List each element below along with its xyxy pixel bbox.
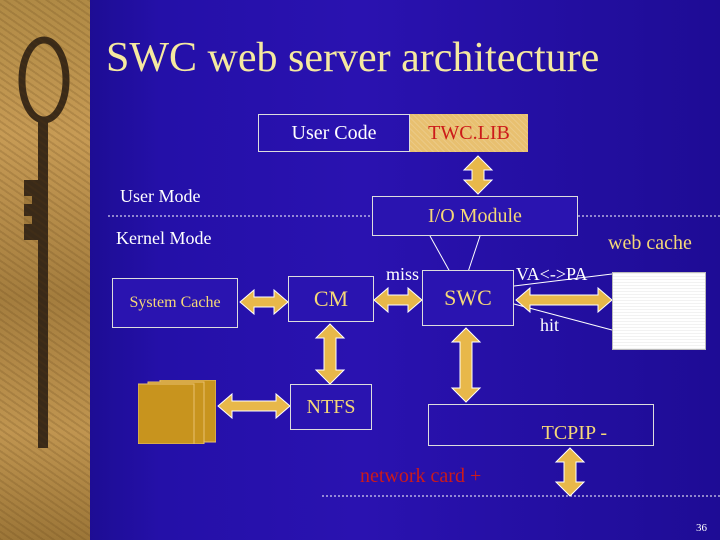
disk-stack-icon xyxy=(137,379,217,445)
user-code-label: User Code xyxy=(291,121,377,144)
user-mode-label: User Mode xyxy=(120,186,201,206)
ntfs-box: NTFS xyxy=(290,384,372,430)
va-pa-label: VA<->PA xyxy=(516,264,588,284)
hit-label: hit xyxy=(540,315,560,335)
system-cache-label: System Cache xyxy=(129,294,221,311)
io-swc-line-left xyxy=(429,235,451,273)
miss-label: miss xyxy=(386,264,420,284)
tcpip-box: TCPIP - xyxy=(428,404,654,446)
systemcache-cm-arrow xyxy=(239,288,289,316)
twc-lib-box: TWC.LIB xyxy=(410,114,528,152)
io-swc-line-right xyxy=(467,235,481,273)
io-module-label: I/O Module xyxy=(428,204,522,227)
swc-label: SWC xyxy=(444,285,492,310)
twc-lib-label: TWC.LIB xyxy=(428,121,510,144)
web-cache-label: web cache xyxy=(608,232,692,254)
key-illustration xyxy=(0,0,90,540)
cm-label: CM xyxy=(313,286,349,311)
system-cache-box: System Cache xyxy=(112,278,238,328)
disk-ntfs-arrow xyxy=(217,392,291,420)
swc-tcpip-arrow xyxy=(450,327,482,403)
slide-title: SWC web server architecture xyxy=(106,35,600,81)
kernel-mode-label: Kernel Mode xyxy=(116,228,212,248)
page-number: 36 xyxy=(696,522,707,534)
ntfs-label: NTFS xyxy=(306,395,356,418)
swc-webcache-arrow xyxy=(515,286,613,314)
cm-box: CM xyxy=(288,276,374,322)
io-module-box: I/O Module xyxy=(372,196,578,236)
user-code-box: User Code xyxy=(258,114,410,152)
twc-io-arrow xyxy=(462,155,494,195)
network-card-label: network card + xyxy=(360,465,482,487)
web-cache-box xyxy=(612,272,706,350)
tcpip-network-arrow xyxy=(554,447,586,497)
swc-webcache-line-top xyxy=(513,273,613,287)
tcpip-label: TCPIP - xyxy=(541,422,607,444)
swc-box: SWC xyxy=(422,270,514,326)
cm-swc-arrow xyxy=(373,286,423,314)
cm-ntfs-arrow xyxy=(314,323,346,385)
